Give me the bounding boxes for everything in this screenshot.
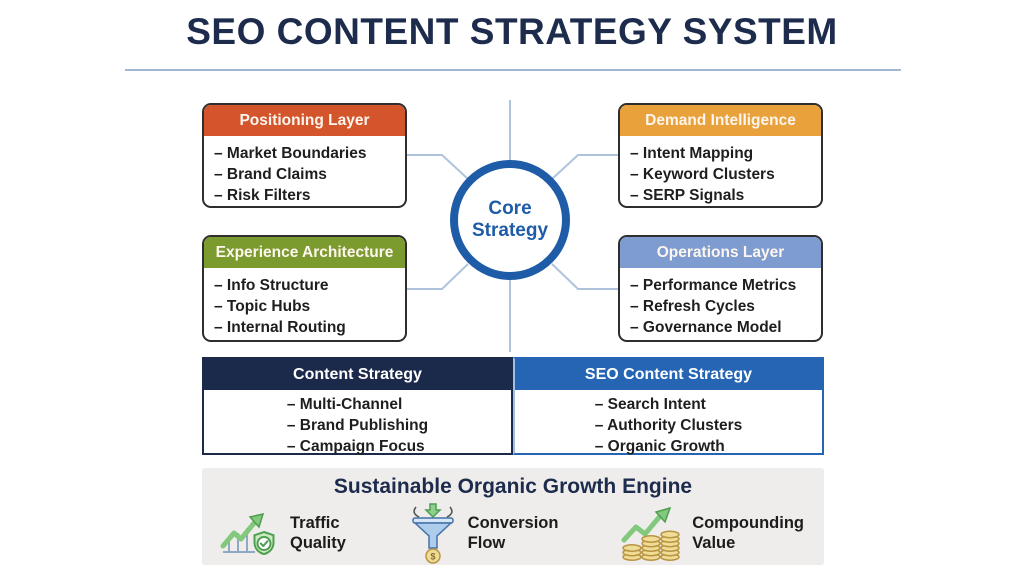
growth-engine-panel: Sustainable Organic Growth Engine Traffi… [202, 468, 824, 565]
growth-item-compounding-value: Compounding Value [620, 504, 804, 562]
list-item: – Risk Filters [214, 187, 311, 204]
box-item-list: – Info Structure – Topic Hubs – Internal… [204, 268, 405, 338]
content-strategy-column: Content Strategy – Multi-Channel – Brand… [202, 357, 513, 455]
list-item: – SERP Signals [630, 187, 745, 204]
list-item: – Search Intent [594, 396, 706, 413]
list-item: – Governance Model [630, 319, 782, 336]
seo-content-strategy-column: SEO Content Strategy – Search Intent – A… [513, 357, 824, 455]
growth-item-label: Compounding Value [692, 514, 804, 552]
box-header: Positioning Layer [204, 105, 405, 136]
growth-item-label: Conversion Flow [467, 514, 559, 552]
box-header: Experience Architecture [204, 237, 405, 268]
list-item: – Organic Growth [594, 438, 725, 455]
funnel-dollar-icon: $ [411, 503, 454, 564]
growth-item-traffic-quality: Traffic Quality [218, 505, 346, 561]
positioning-layer-box: Positioning Layer – Market Boundaries – … [202, 103, 407, 208]
operations-layer-box: Operations Layer – Performance Metrics –… [618, 235, 823, 342]
list-item: – Brand Claims [214, 166, 327, 183]
list-item: – Info Structure [214, 277, 329, 294]
list-item: – Topic Hubs [214, 298, 311, 315]
box-header: Demand Intelligence [620, 105, 821, 136]
experience-architecture-box: Experience Architecture – Info Structure… [202, 235, 407, 342]
list-item: – Keyword Clusters [630, 166, 775, 183]
list-item: – Performance Metrics [630, 277, 797, 294]
title-divider [125, 69, 901, 71]
box-item-list: – Performance Metrics – Refresh Cycles –… [620, 268, 821, 338]
demand-intelligence-box: Demand Intelligence – Intent Mapping – K… [618, 103, 823, 208]
list-item: – Multi-Channel [286, 396, 403, 413]
box-item-list: – Intent Mapping – Keyword Clusters – SE… [620, 136, 821, 206]
svg-text:$: $ [430, 552, 435, 562]
box-header: Operations Layer [620, 237, 821, 268]
list-item: – Refresh Cycles [630, 298, 755, 315]
list-item: – Internal Routing [214, 319, 346, 336]
core-label-line1: Core [488, 198, 532, 219]
column-body: – Search Intent – Authority Clusters – O… [515, 390, 822, 457]
box-item-list: – Market Boundaries – Brand Claims – Ris… [204, 136, 405, 206]
list-item: – Authority Clusters [594, 417, 743, 434]
list-item: – Brand Publishing [286, 417, 429, 434]
list-item: – Campaign Focus [286, 438, 425, 455]
column-header: Content Strategy [204, 359, 511, 390]
column-header: SEO Content Strategy [515, 359, 822, 390]
growth-engine-row: Traffic Quality $ Conversion Flow [202, 499, 824, 564]
page-title: SEO CONTENT STRATEGY SYSTEM [186, 11, 838, 52]
growth-engine-title: Sustainable Organic Growth Engine [333, 475, 693, 498]
core-label-line2: Strategy [471, 220, 549, 241]
trend-chart-shield-icon [220, 512, 275, 556]
growth-item-label: Traffic Quality [290, 514, 346, 552]
growth-item-conversion-flow: $ Conversion Flow [408, 502, 559, 564]
core-strategy-circle: Core Strategy [450, 160, 570, 280]
list-item: – Intent Mapping [630, 145, 754, 162]
list-item: – Market Boundaries [214, 145, 367, 162]
coins-growth-icon [621, 506, 680, 561]
column-body: – Multi-Channel – Brand Publishing – Cam… [204, 390, 511, 457]
